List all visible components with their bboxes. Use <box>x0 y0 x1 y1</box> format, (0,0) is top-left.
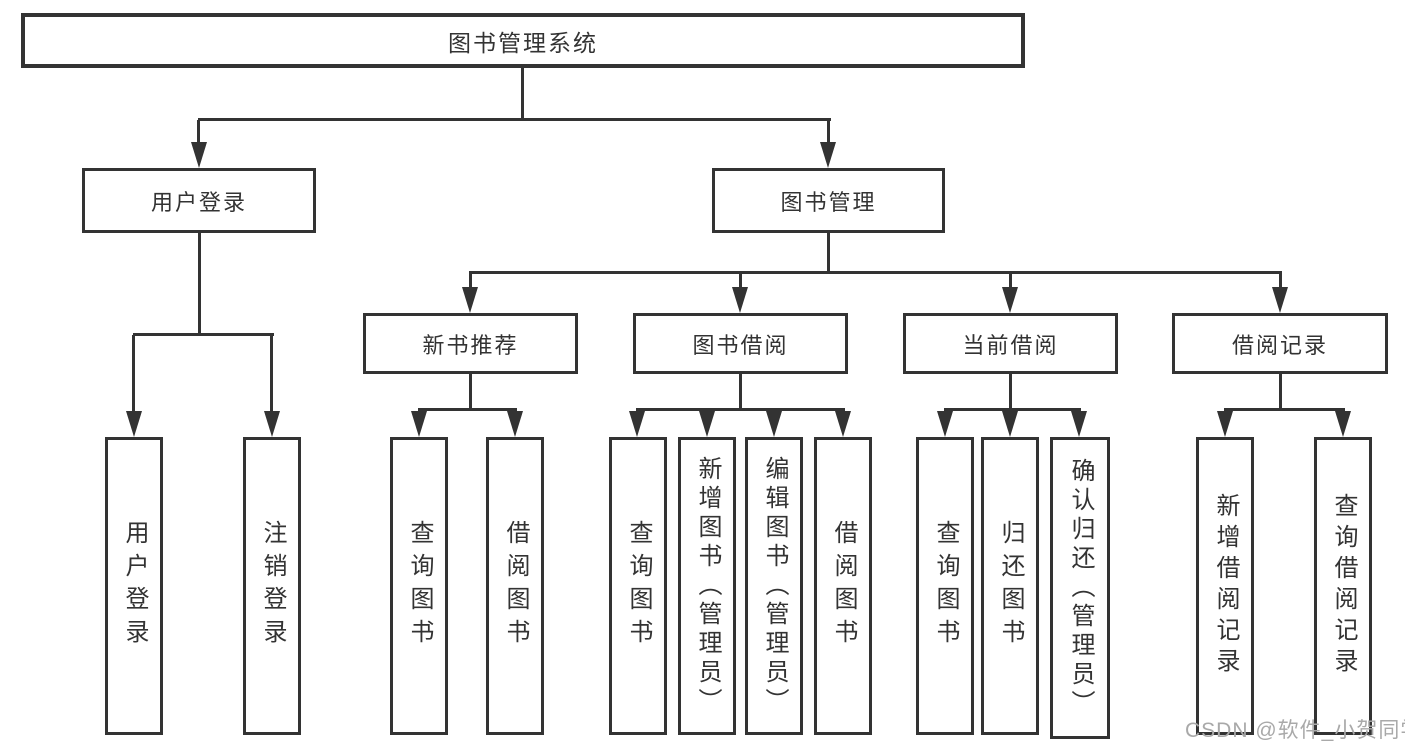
arrowhead-to-leaf-query-borrow-record <box>1335 411 1351 437</box>
leaf-borrow-book-2-label: 借阅图书 <box>830 520 857 652</box>
connector-current-borrow-stem <box>1009 372 1012 410</box>
connector-book-borrow-stem <box>739 372 742 410</box>
leaf-query-book-2: 查询图书 <box>609 437 667 735</box>
leaf-return-book: 归还图书 <box>981 437 1039 735</box>
leaf-add-book-admin-label: 新增图书（管理员） <box>694 455 721 717</box>
node-user-login: 用户登录 <box>82 168 316 233</box>
connector-drop-borrow-records <box>1279 273 1282 289</box>
node-borrow-records: 借阅记录 <box>1172 313 1388 374</box>
leaf-logout-label: 注销登录 <box>259 520 286 652</box>
arrowhead-to-leaf-logout <box>264 411 280 437</box>
leaf-query-book-2-label: 查询图书 <box>625 520 652 652</box>
node-current-borrow: 当前借阅 <box>903 313 1118 374</box>
arrowhead-to-leaf-user-login <box>126 411 142 437</box>
leaf-query-book-1: 查询图书 <box>390 437 448 735</box>
arrowhead-to-leaf-borrow-book-2 <box>835 411 851 437</box>
arrowhead-to-book-management <box>820 142 836 168</box>
connector-level3-rail <box>469 271 1282 274</box>
node-book-management: 图书管理 <box>712 168 945 233</box>
arrowhead-to-book-borrow <box>732 287 748 313</box>
leaf-edit-book-admin-label: 编辑图书（管理员） <box>761 455 788 717</box>
arrowhead-to-leaf-query-book-1 <box>411 411 427 437</box>
arrowhead-to-leaf-query-book-3 <box>937 411 953 437</box>
arrowhead-to-leaf-confirm-return <box>1071 411 1087 437</box>
connector-drop-current-borrow <box>1009 273 1012 289</box>
connector-new-book-recommend-rail <box>418 408 517 411</box>
leaf-add-book-admin: 新增图书（管理员） <box>678 437 736 735</box>
leaf-query-book-3-label: 查询图书 <box>932 520 959 652</box>
leaf-confirm-return-label: 确认归还（管理员） <box>1067 457 1094 719</box>
node-current-borrow-label: 当前借阅 <box>962 332 1059 358</box>
arrowhead-to-leaf-add-book-admin <box>699 411 715 437</box>
node-book-borrow-label: 图书借阅 <box>692 332 789 358</box>
node-new-book-recommend: 新书推荐 <box>363 313 578 374</box>
node-book-management-label: 图书管理 <box>780 189 877 215</box>
csdn-watermark: CSDN @软件_小贺同学 <box>1185 719 1405 742</box>
connector-drop-leaf-logout <box>270 335 273 413</box>
leaf-borrow-book-1-label: 借阅图书 <box>502 520 529 652</box>
leaf-query-borrow-record-label: 查询借阅记录 <box>1330 493 1357 679</box>
connector-drop-book-management <box>827 120 830 144</box>
leaf-edit-book-admin: 编辑图书（管理员） <box>745 437 803 735</box>
connector-drop-book-borrow <box>739 273 742 289</box>
arrowhead-to-leaf-query-book-2 <box>629 411 645 437</box>
connector-book-management-stem <box>827 231 830 273</box>
connector-drop-user-login <box>197 120 200 144</box>
connector-book-borrow-rail <box>636 408 845 411</box>
arrowhead-to-borrow-records <box>1272 287 1288 313</box>
leaf-logout: 注销登录 <box>243 437 301 735</box>
connector-new-book-recommend-stem <box>469 372 472 410</box>
node-user-login-label: 用户登录 <box>150 189 247 215</box>
leaf-confirm-return: 确认归还（管理员） <box>1050 437 1110 739</box>
arrowhead-to-leaf-return-book <box>1002 411 1018 437</box>
connector-drop-leaf-user-login <box>132 335 135 413</box>
arrowhead-to-new-book-recommend <box>462 287 478 313</box>
leaf-add-borrow-record-label: 新增借阅记录 <box>1212 493 1239 679</box>
connector-current-borrow-rail <box>944 408 1081 411</box>
connector-borrow-records-stem <box>1279 372 1282 410</box>
connector-borrow-records-rail <box>1224 408 1345 411</box>
node-new-book-recommend-label: 新书推荐 <box>422 332 519 358</box>
connector-user-login-rail <box>133 333 274 336</box>
connector-level2-rail <box>198 118 831 121</box>
arrowhead-to-leaf-add-borrow-record <box>1217 411 1233 437</box>
node-book-borrow: 图书借阅 <box>633 313 848 374</box>
arrowhead-to-current-borrow <box>1002 287 1018 313</box>
arrowhead-to-leaf-edit-book-admin <box>766 411 782 437</box>
leaf-user-login-label: 用户登录 <box>121 520 148 652</box>
leaf-query-book-1-label: 查询图书 <box>406 520 433 652</box>
leaf-return-book-label: 归还图书 <box>997 520 1024 652</box>
leaf-user-login: 用户登录 <box>105 437 163 735</box>
arrowhead-to-leaf-borrow-book-1 <box>507 411 523 437</box>
node-root-label: 图书管理系统 <box>448 29 598 56</box>
leaf-query-book-3: 查询图书 <box>916 437 974 735</box>
arrowhead-to-user-login <box>191 142 207 168</box>
leaf-borrow-book-2: 借阅图书 <box>814 437 872 735</box>
leaf-borrow-book-1: 借阅图书 <box>486 437 544 735</box>
node-borrow-records-label: 借阅记录 <box>1231 332 1328 358</box>
leaf-query-borrow-record: 查询借阅记录 <box>1314 437 1372 735</box>
connector-drop-new-book-recommend <box>469 273 472 289</box>
connector-user-login-stem <box>198 231 201 335</box>
leaf-add-borrow-record: 新增借阅记录 <box>1196 437 1254 735</box>
connector-root-stem <box>521 66 524 120</box>
node-root: 图书管理系统 <box>21 13 1025 68</box>
